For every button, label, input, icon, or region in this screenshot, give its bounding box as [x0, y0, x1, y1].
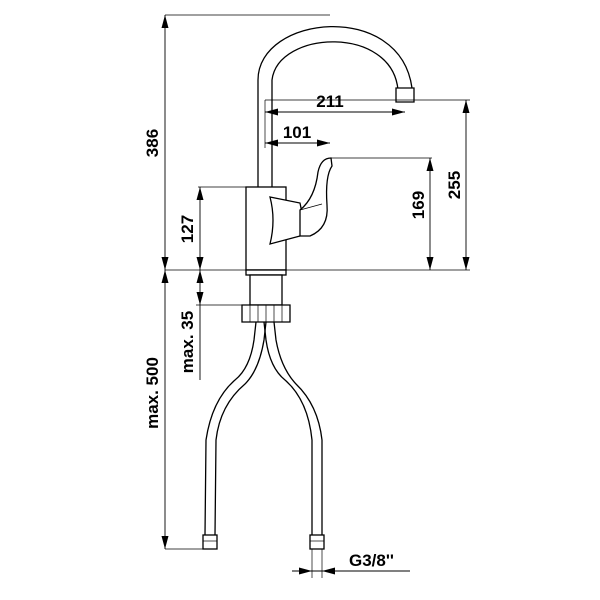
hose-fitting-right: [309, 534, 325, 550]
label-spout-clearance: 255: [445, 171, 464, 199]
dim-lever-offset: [265, 139, 330, 147]
label-total-height: 386: [143, 129, 162, 157]
dim-spout-clearance: [462, 100, 470, 270]
hose-left: [204, 321, 257, 536]
dim-hose-length: [161, 270, 169, 549]
dim-shank-length: [196, 270, 204, 380]
label-connection-thread: G3/8'': [349, 551, 394, 570]
label-hose-length: max. 500: [143, 357, 162, 429]
lever-handle: [299, 157, 333, 237]
lever-connector: [269, 196, 304, 245]
label-body-height: 127: [178, 215, 197, 243]
spout-aerator: [395, 87, 415, 103]
threaded-shank: [249, 274, 283, 306]
label-reach: 211: [316, 92, 343, 111]
label-lever-offset: 101: [283, 123, 311, 142]
faucet-outline: [202, 25, 415, 550]
base-ring: [245, 269, 287, 276]
label-shank-length: max. 35: [178, 311, 197, 373]
label-lever-height: 169: [409, 191, 428, 219]
extension-lines: [165, 14, 470, 578]
hose-right: [263, 321, 313, 535]
dim-total-height: [161, 15, 169, 270]
hose-fitting-left: [202, 534, 218, 550]
dim-connection-thread: [292, 567, 410, 575]
dim-reach: [265, 108, 405, 116]
dim-lever-height: [426, 158, 434, 270]
dim-body-height: [196, 187, 204, 270]
